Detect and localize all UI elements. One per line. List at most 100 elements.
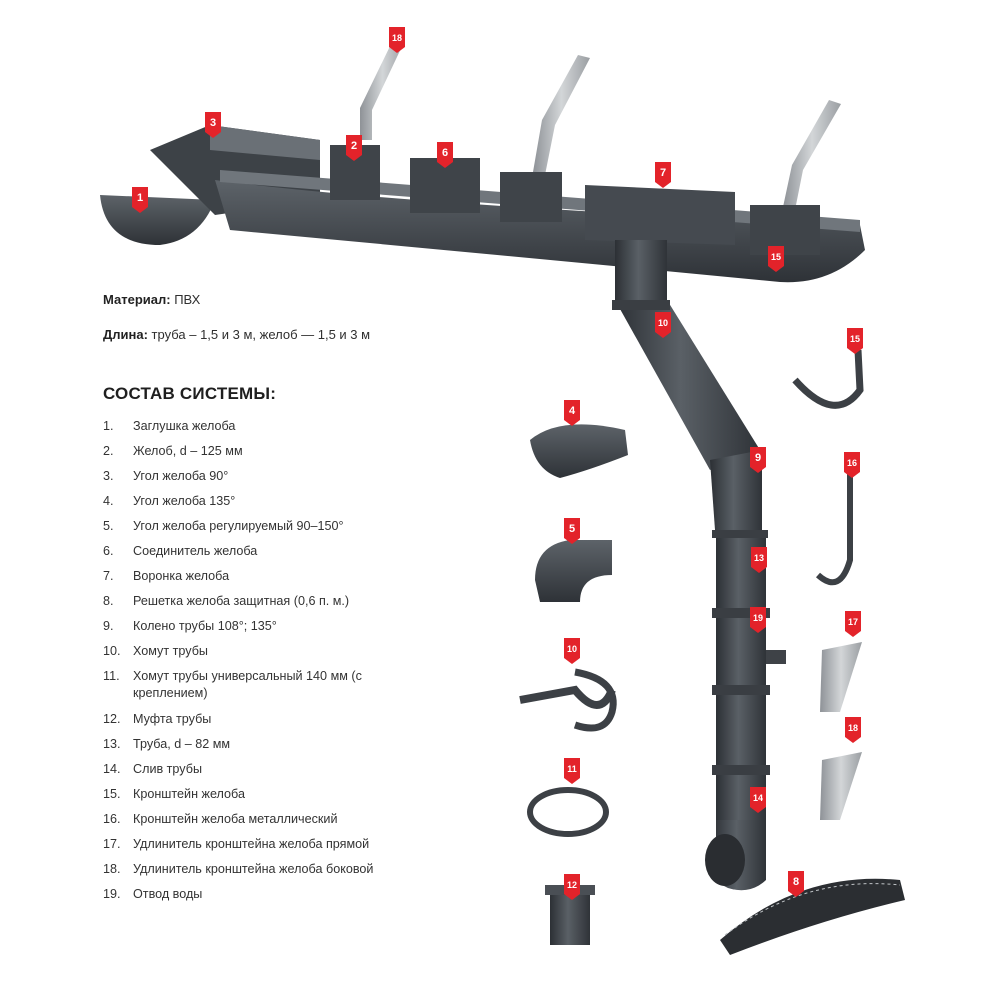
marker-tag [655,162,671,188]
list-item-number: 1. [103,419,114,433]
marker-label: 2 [351,140,357,152]
length-value: труба – 1,5 и 3 м, желоб — 1,5 и 3 м [147,327,371,342]
marker-1: 1 [132,187,148,213]
parts-list: 1. Заглушка желоба 2.Желоб, d – 125 мм 3. Уг… [103,418,433,911]
list-item-text: Удлинитель кронштейна желоба боковой [133,862,374,876]
marker-tag [845,717,861,743]
marker-label: 14 [753,793,763,803]
marker-label: 15 [771,252,781,262]
marker-label: 1 [137,192,143,204]
list-item-text: Угол желоба регулируемый 90–150° [133,519,344,533]
marker-tag [437,142,453,168]
marker-7: 7 [655,162,671,188]
list-item-text: Труба, d – 82 мм [133,737,231,751]
list-item-text: Слив трубы [133,762,203,776]
marker-label: 3 [210,117,216,129]
list-item: 1. Заглушка желоба [103,418,433,435]
marker-label: 18 [848,723,858,733]
marker-tag [750,607,766,633]
marker-tag [750,787,766,813]
list-item-text: Хомут трубы универсальный 140 мм (с креп… [133,669,362,700]
list-item-text: Соединитель желоба [133,544,258,558]
list-item: 11.Хомут трубы универсальный 140 мм (с к… [103,668,433,702]
list-item: 5. Угол желоба регулируемый 90–150° [103,518,433,535]
marker-tag [564,518,580,544]
marker-12: 12 [564,874,580,900]
list-item: 17. Удлинитель кронштейна желоба прямой [103,836,433,853]
marker-3: 3 [205,112,221,138]
marker-label: 19 [753,613,763,623]
marker-2: 2 [346,135,362,161]
marker-tag [564,638,580,664]
marker-label: 4 [569,405,576,417]
list-item-number: 4. [103,494,114,508]
marker-label: 18 [392,33,402,43]
marker-label: 12 [567,880,577,890]
marker-tag [788,871,804,897]
list-item-number: 6. [103,544,114,558]
list-item-number: 18. [103,862,121,876]
list-item: 9.Колено трубы 108°; 135° [103,618,433,635]
list-item-text: Хомут трубы [133,644,208,658]
list-item: 15.Кронштейн желоба [103,786,433,803]
list-item-number: 5. [103,519,114,533]
marker-label: 7 [660,167,666,179]
length-label: Длина: [103,327,148,342]
marker-17: 17 [845,611,861,637]
list-item: 12.Муфта трубы [103,711,433,728]
list-item: 13. Труба, d – 82 мм [103,736,433,753]
marker-10: 10 [564,638,580,664]
list-item-text: Кронштейн желоба металлический [133,812,338,826]
list-item-text: Заглушка желоба [133,419,236,433]
list-item: 19.Отвод воды [103,886,433,903]
list-item: 6. Соединитель желоба [103,543,433,560]
list-item-text: Удлинитель кронштейна желоба прямой [133,837,370,851]
marker-tag [847,328,863,354]
marker-tag [844,452,860,478]
list-item-number: 13. [103,737,121,751]
list-item-number: 2. [103,444,114,458]
marker-10: 10 [655,312,671,338]
marker-tag [655,312,671,338]
material-label: Материал: [103,292,171,307]
list-item-number: 9. [103,619,114,633]
section-title: СОСТАВ СИСТЕМЫ: [103,384,277,403]
marker-tag [564,758,580,784]
list-item-number: 3. [103,469,114,483]
list-item: 3. Угол желоба 90° [103,468,433,485]
marker-label: 6 [442,147,448,159]
marker-label: 11 [567,764,577,774]
marker-tag [564,400,580,426]
list-item-text: Воронка желоба [133,569,230,583]
list-item-text: Угол желоба 135° [133,494,236,508]
marker-9: 9 [750,447,766,473]
list-item: 2.Желоб, d – 125 мм [103,443,433,460]
marker-16: 16 [844,452,860,478]
marker-tag [751,547,767,573]
marker-tag [845,611,861,637]
list-item-number: 14. [103,762,121,776]
list-item: 10.Хомут трубы [103,643,433,660]
marker-label: 10 [658,318,668,328]
marker-label: 17 [848,617,858,627]
marker-label: 15 [850,334,860,344]
marker-tag [346,135,362,161]
list-item: 18. Удлинитель кронштейна желоба боковой [103,861,433,878]
marker-label: 5 [569,523,575,535]
marker-tag [768,246,784,272]
marker-18: 18 [389,27,405,53]
loose-parts [519,349,905,955]
length-info: Длина: труба – 1,5 и 3 м, желоб — 1,5 и … [103,327,370,342]
list-item-text: Кронштейн желоба [133,787,245,801]
list-item-number: 17. [103,837,121,851]
gutter-run [100,125,865,283]
list-item-number: 16. [103,812,121,826]
hanger-straps [360,40,841,210]
marker-11: 11 [564,758,580,784]
marker-14: 14 [750,787,766,813]
list-item: 7.Воронка желоба [103,568,433,585]
list-item-text: Угол желоба 90° [133,469,229,483]
marker-tag [205,112,221,138]
